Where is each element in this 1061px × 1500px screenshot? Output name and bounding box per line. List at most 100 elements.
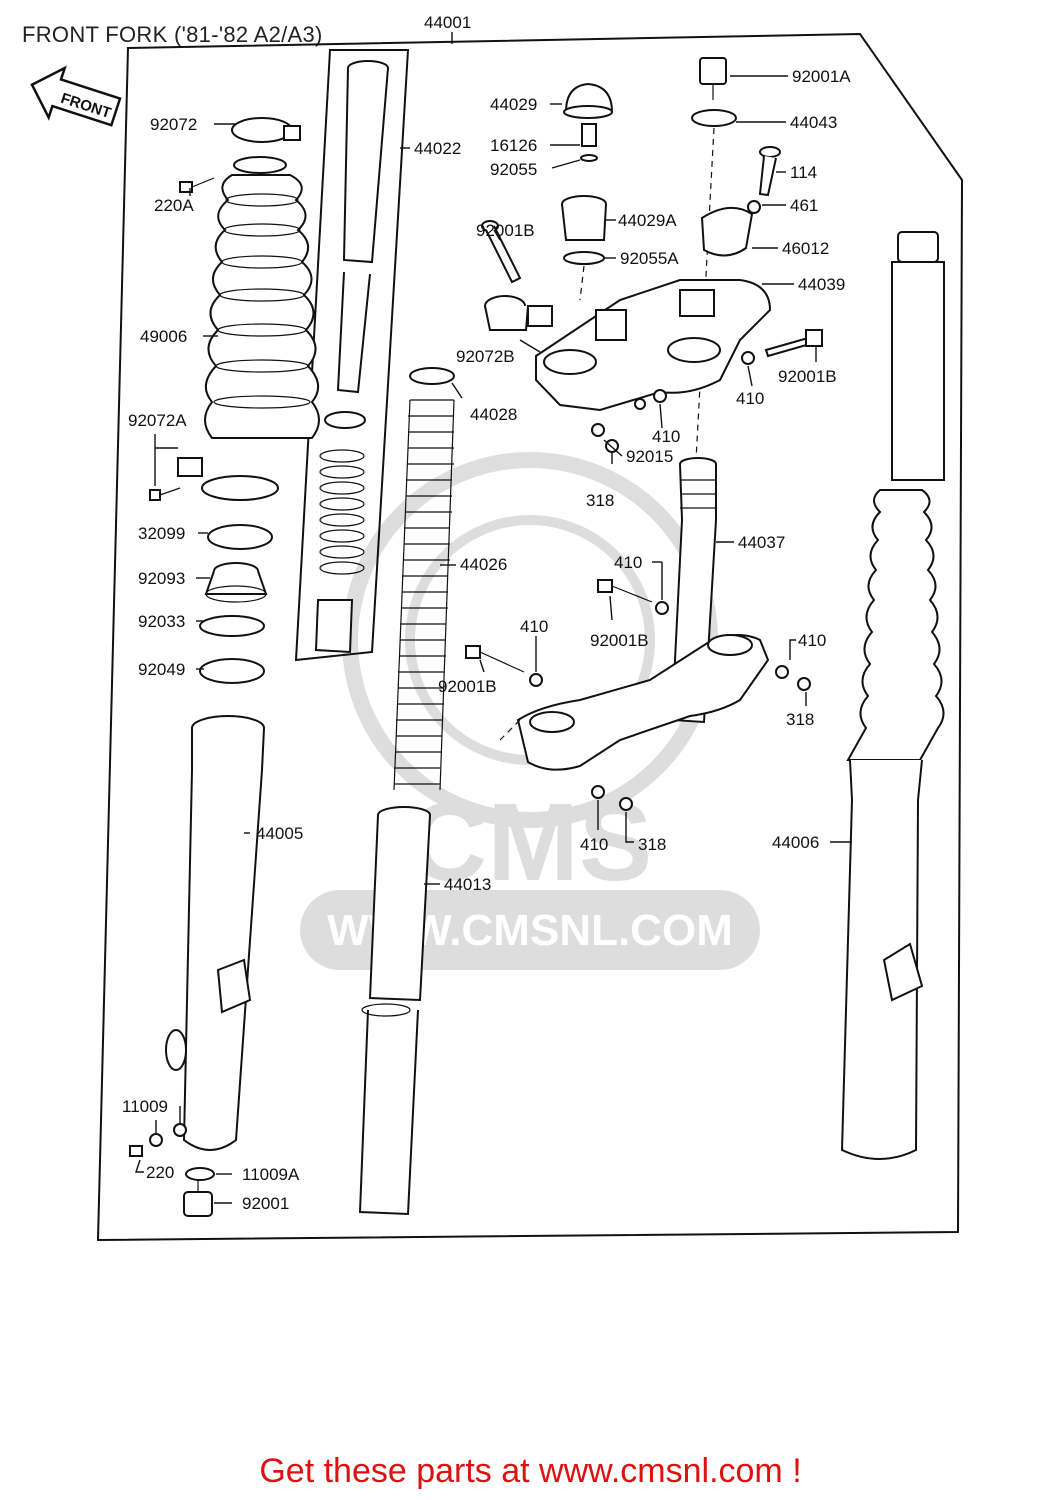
label-318-b: 318	[786, 710, 814, 729]
watermark-brand: CMS	[408, 781, 652, 904]
label-410-c: 410	[614, 553, 642, 572]
label-92033: 92033	[138, 612, 185, 631]
label-92001B-upper: 92001B	[476, 221, 535, 240]
washer-11009A	[185, 1167, 215, 1181]
label-16126: 16126	[490, 136, 537, 155]
label-44029A: 44029A	[618, 211, 677, 230]
label-46012: 46012	[782, 239, 829, 258]
label-49006: 49006	[140, 327, 187, 346]
label-44037: 44037	[738, 533, 785, 552]
label-11009: 11009	[122, 1097, 168, 1116]
fork-clamp-bottom	[149, 457, 279, 501]
bolt-11009	[149, 1133, 163, 1147]
label-410-e: 410	[798, 631, 826, 650]
label-92072B: 92072B	[456, 347, 515, 366]
label-44028: 44028	[470, 405, 517, 424]
assembly-frame	[96, 32, 964, 1242]
label-220A: 220A	[154, 196, 194, 215]
page-title: FRONT FORK ('81-'82 A2/A3)	[22, 22, 323, 47]
plug-16126	[581, 123, 597, 147]
label-32099: 32099	[138, 524, 185, 543]
label-44013: 44013	[444, 875, 491, 894]
label-410-b: 410	[652, 427, 680, 446]
nut-318-c	[619, 797, 633, 811]
label-44026: 44026	[460, 555, 507, 574]
label-44005: 44005	[256, 824, 303, 843]
label-44022: 44022	[414, 139, 461, 158]
o-ring-92055A	[563, 251, 605, 265]
label-92001B-right: 92001B	[778, 367, 837, 386]
circlip-92033	[199, 615, 265, 637]
label-92001A: 92001A	[792, 67, 851, 86]
washer-461	[747, 200, 761, 214]
upper-bracket-44039	[535, 279, 772, 412]
label-44001: 44001	[424, 13, 471, 32]
label-410-a: 410	[736, 389, 764, 408]
label-92055: 92055	[490, 160, 537, 179]
bolt-220	[129, 1145, 143, 1157]
washer-410-c	[655, 601, 669, 615]
label-92049: 92049	[138, 660, 185, 679]
label-410-f: 410	[580, 835, 608, 854]
cap-44029	[563, 82, 614, 119]
washer-410-a	[741, 351, 755, 365]
washer-92015	[591, 423, 605, 437]
damper-rod-44022	[336, 60, 389, 394]
ring-32099	[207, 524, 273, 550]
ring-92055	[580, 154, 598, 162]
label-44006: 44006	[772, 833, 819, 852]
label-410-d: 410	[520, 617, 548, 636]
label-92015: 92015	[626, 447, 673, 466]
handlebar-holder-46012	[700, 207, 754, 257]
bolt-92001B-right	[764, 329, 823, 358]
screw-220A	[179, 177, 215, 193]
fork-clamp-top	[231, 117, 301, 143]
exploded-parts-diagram: CMS WWW.CMSNL.COM FRONT	[30, 13, 964, 1242]
label-92001B-lower-a: 92001B	[590, 631, 649, 650]
label-220: 220	[146, 1163, 174, 1182]
bolt-114	[758, 146, 781, 197]
footer-link-text[interactable]: Get these parts at www.cmsnl.com !	[259, 1452, 802, 1490]
bolt-92001B-upper	[481, 220, 522, 284]
outer-tube-44005	[165, 715, 265, 1151]
fork-boot-49006	[204, 156, 320, 439]
label-92093: 92093	[138, 569, 185, 588]
bolt-92001B-lower-b	[465, 645, 525, 673]
nut-44029A	[561, 195, 607, 241]
leader-lines	[135, 75, 852, 1204]
bolt-92001A	[699, 57, 727, 100]
clamp-92072B	[484, 295, 553, 331]
washer-410-b2	[634, 398, 646, 410]
front-direction-arrow: FRONT	[30, 65, 122, 127]
lower-bracket	[516, 634, 770, 771]
label-92055A: 92055A	[620, 249, 679, 268]
inner-tube-44013	[358, 806, 431, 1216]
washer-410-e	[775, 665, 789, 679]
washer-92049	[199, 658, 265, 684]
label-92001B-lower-b: 92001B	[438, 677, 497, 696]
label-92072A: 92072A	[128, 411, 187, 430]
drain-bolt-92001	[183, 1180, 213, 1217]
label-44043: 44043	[790, 113, 837, 132]
label-44029: 44029	[490, 95, 537, 114]
washer-410-f	[591, 785, 605, 799]
washer-44043	[691, 109, 737, 127]
label-92001: 92001	[242, 1194, 289, 1213]
rebound-spring	[319, 449, 365, 575]
washer-410-b	[653, 389, 667, 403]
oil-lock-piece	[314, 599, 354, 654]
spacer-44028	[409, 367, 455, 385]
label-44039: 44039	[798, 275, 845, 294]
fork-spring-44026	[393, 399, 455, 791]
rebound-ring	[324, 411, 366, 429]
fork-assembly-44006	[840, 231, 945, 1160]
label-11009A: 11009A	[242, 1165, 300, 1184]
nut-318-b	[797, 677, 811, 691]
label-461: 461	[790, 196, 818, 215]
label-318-c: 318	[638, 835, 666, 854]
label-318-a: 318	[586, 491, 614, 510]
seal-92093	[204, 562, 268, 603]
label-92072: 92072	[150, 115, 197, 134]
washer-410-d	[529, 673, 543, 687]
part-labels: 44001 92072 220A 49006 92072A 32099 9209…	[122, 13, 851, 1213]
